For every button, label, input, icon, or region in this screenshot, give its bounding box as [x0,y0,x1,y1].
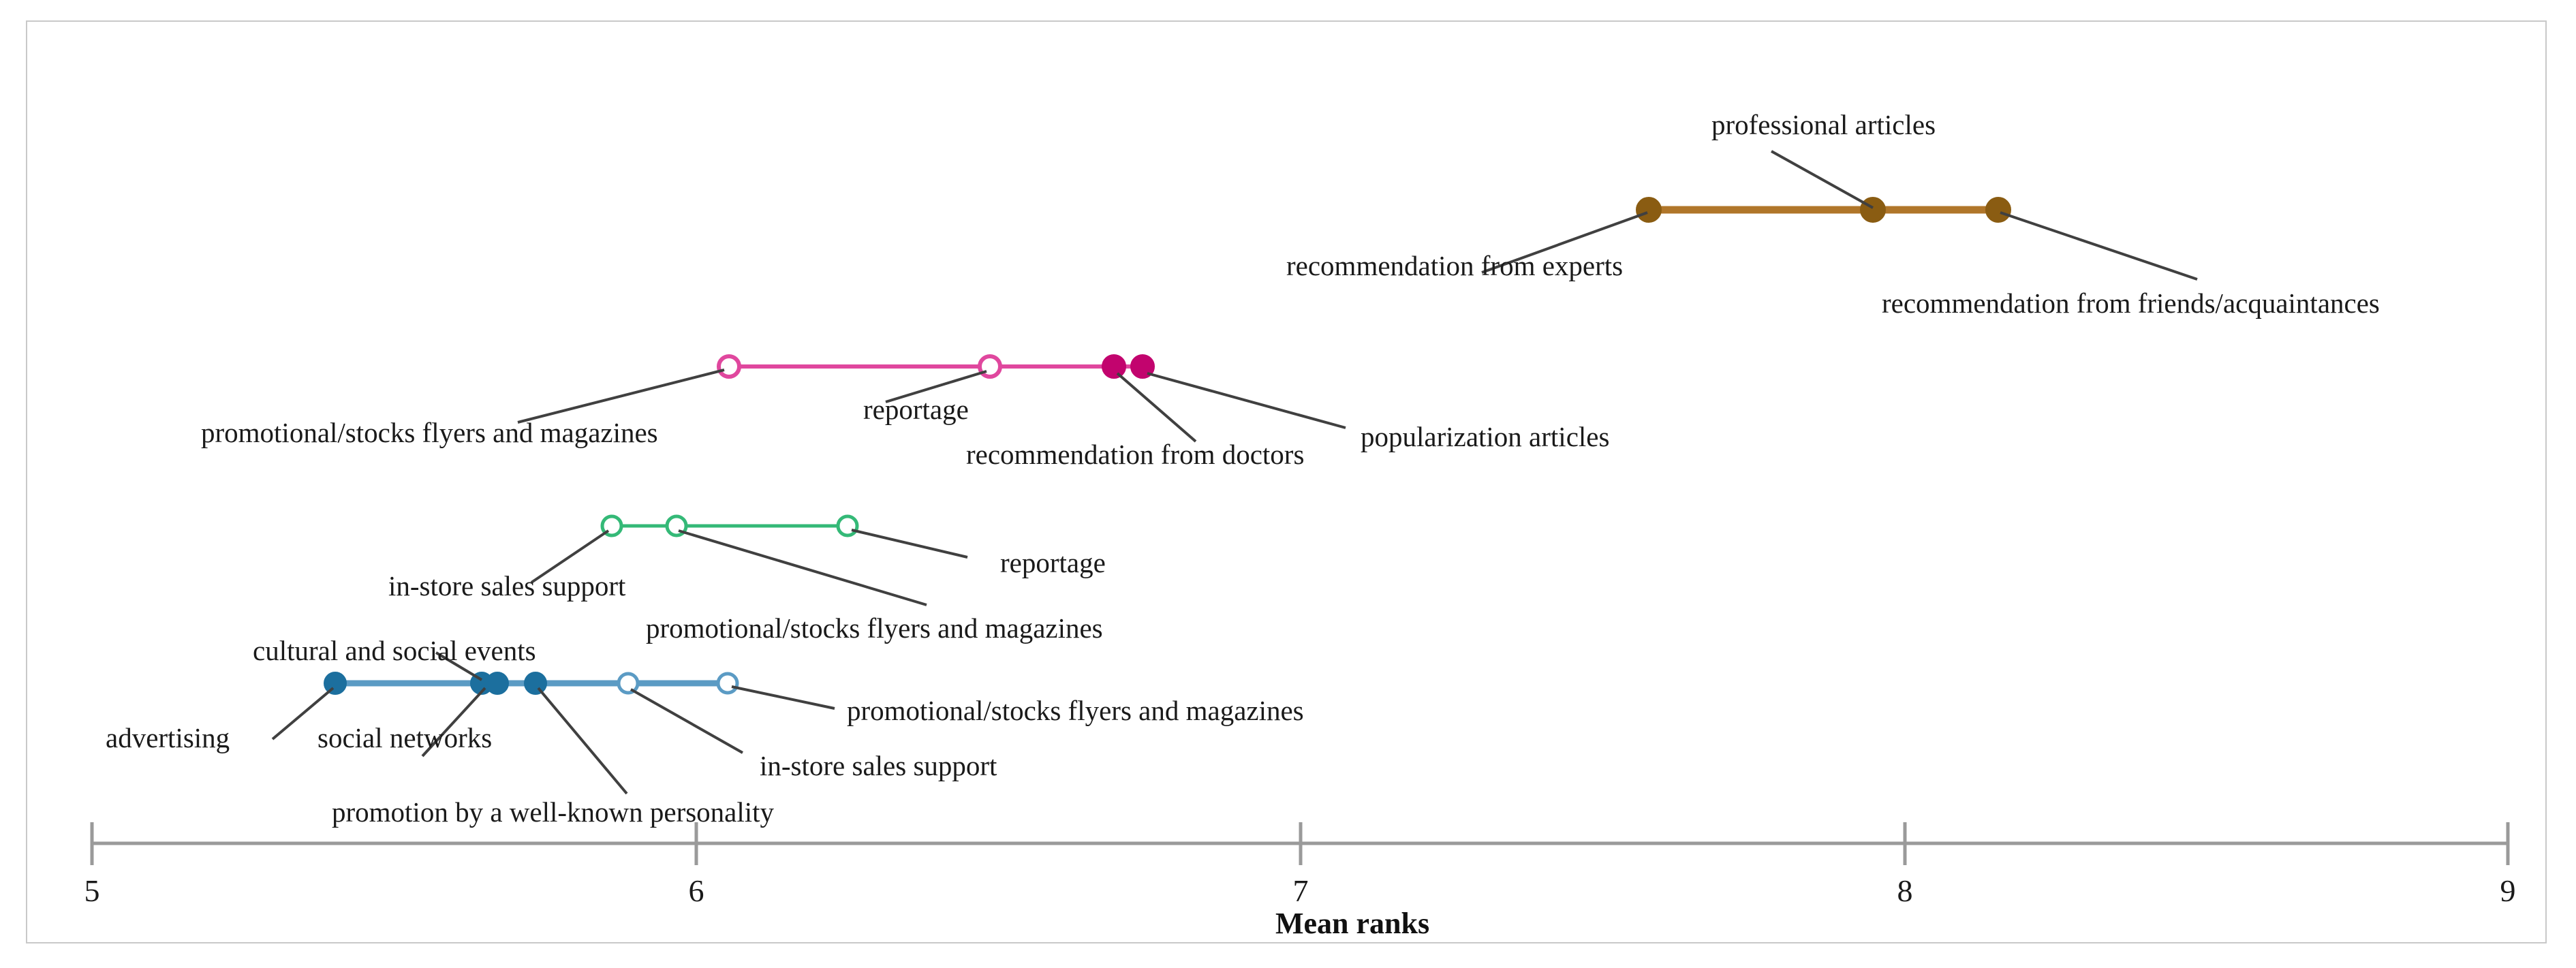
series-brown-point-2[interactable] [1985,197,2011,223]
leader-line-popularization-articles [1147,372,1346,429]
series-green-point-2[interactable] [836,514,859,537]
leader-line-promo-flyers-green [678,529,927,606]
series-pink-point-0[interactable] [717,354,741,379]
series-pink-point-3[interactable] [1130,354,1155,379]
leader-line-recommendation-from-doctors [1116,372,1197,443]
leader-line-recommendation-from-friends [2000,211,2198,281]
annotation-reportage-green: reportage [1000,547,1106,578]
leader-line-recommendation-from-experts [1481,211,1648,274]
annotation-promotional-flyers-blue: promotional/stocks flyers and magazines [847,695,1304,726]
x-tick-label-9: 9 [2500,873,2516,908]
leader-line-promotion-personality [537,687,628,795]
annotation-reportage-pink: reportage [863,394,969,425]
leader-line-instore-support-green [530,529,610,584]
series-blue-point-4[interactable] [617,672,640,695]
leader-line-social-networks [421,687,486,758]
series-blue-point-5[interactable] [716,672,739,695]
leader-line-reportage-pink [885,370,987,403]
series-pink-point-2[interactable] [1102,354,1126,379]
chart-frame [26,20,2547,943]
annotation-recommendation-from-experts: recommendation from experts [1286,250,1624,281]
annotation-cultural-social-events: cultural and social events [253,635,536,666]
annotation-professional-articles: professional articles [1711,109,1936,140]
x-tick-label-7: 7 [1292,873,1309,908]
annotation-promotional-flyers-green: promotional/stocks flyers and magazines [646,612,1103,644]
annotation-promotion-personality: promotion by a well-known personality [332,796,775,828]
series-blue [324,672,739,695]
series-blue-point-2[interactable] [486,672,509,695]
series-blue-point-3[interactable] [524,672,547,695]
x-tick-label-6: 6 [688,873,704,908]
leader-line-instore-support-blue [630,688,743,754]
annotation-recommendation-from-friends: recommendation from friends/acquaintance… [1882,287,2380,319]
x-axis [90,822,2510,865]
series-brown-point-0[interactable] [1636,197,1662,223]
series-green [600,514,859,537]
annotation-instore-support-blue: in-store sales support [760,750,997,781]
annotation-popularization-articles: popularization articles [1361,421,1610,452]
annotation-social-networks: social networks [317,722,493,753]
series-blue-point-0[interactable] [324,672,347,695]
x-axis-title: Mean ranks [1275,907,1430,940]
leader-line-promo-flyers-blue [731,685,835,710]
leader-line-reportage-green [851,529,968,559]
annotation-recommendation-from-doctors: recommendation from doctors [966,439,1305,470]
annotation-advertising: advertising [106,722,230,753]
leader-line-promo-flyers-pink [517,369,725,424]
annotation-instore-support-green: in-store sales support [388,570,626,602]
annotation-promotional-flyers-pink: promotional/stocks flyers and magazines [201,417,658,448]
series-pink [717,354,1155,379]
series-brown [1636,197,2011,223]
x-tick-label-5: 5 [84,873,100,908]
leader-line-professional-articles [1771,150,1874,209]
leader-line-cultural-social-events [435,651,483,681]
leader-line-advertising [271,687,335,740]
x-tick-label-8: 8 [1897,873,1913,908]
